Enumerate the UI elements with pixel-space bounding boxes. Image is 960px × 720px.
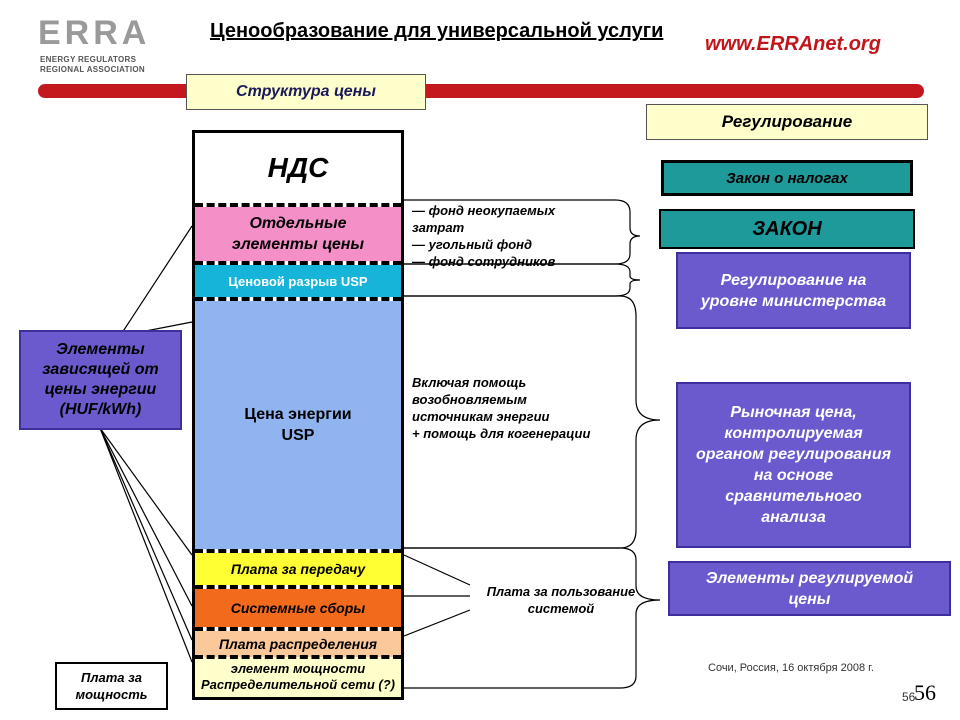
- funds-note-line-2: затрат: [412, 220, 465, 235]
- price-structure-label: Структура цены: [186, 74, 426, 110]
- distribution-fee-label: Плата распределения: [218, 636, 378, 652]
- segment-divider: [195, 297, 401, 301]
- capacity-element-label: элемент мощности: [230, 661, 366, 676]
- erra-logo-subtitle: ENERGY REGULATORS REGIONAL ASSOCIATION: [40, 55, 145, 75]
- brace-top: [404, 199, 641, 265]
- capacity-fee-box: Плата за мощность: [55, 662, 168, 710]
- funds-note: — фонд неокупаемых затрат — угольный фон…: [412, 202, 622, 270]
- system-fees-label: Системные сборы: [230, 600, 366, 616]
- logo-sub-line-2: REGIONAL ASSOCIATION: [40, 65, 145, 74]
- connector-line: [99, 427, 193, 663]
- brace-system: [404, 547, 661, 689]
- included-support-line-4: + помощь для когенерации: [412, 426, 591, 441]
- distribution-fee-segment: Плата распределения: [195, 631, 401, 657]
- logo-sub-line-1: ENERGY REGULATORS: [40, 55, 137, 64]
- regulation-label: Регулирование: [646, 104, 928, 140]
- energy-price-elements-box: Элементы зависящей от цены энергии (HUF/…: [19, 330, 182, 430]
- funds-note-line-4: — фонд сотрудников: [412, 254, 556, 269]
- ministry-regulation-box: Регулирование на уровне министерства: [676, 252, 911, 329]
- regulated-elements-box: Элементы регулируемой цены: [668, 561, 951, 616]
- distribution-network-label: Распределительной сети (?): [201, 677, 395, 692]
- usp-gap-segment: Ценовой разрыв USP: [195, 265, 401, 297]
- included-support-line-2: возобновляемым: [412, 392, 527, 407]
- page-title: Ценообразование для универсальной услуги: [210, 20, 664, 42]
- segment-divider: [195, 585, 401, 589]
- segment-divider: [195, 655, 401, 659]
- connector-line: [119, 225, 193, 337]
- segment-divider: [195, 549, 401, 553]
- site-url[interactable]: www.ERRAnet.org: [705, 33, 881, 55]
- connector-line: [403, 554, 471, 586]
- erra-logo: ERRA: [38, 14, 151, 52]
- vat-label: НДС: [267, 152, 329, 183]
- usp-gap-label: Ценовой разрыв USP: [228, 273, 368, 289]
- transmission-fee-segment: Плата за передачу: [195, 553, 401, 585]
- brace-market: [404, 295, 661, 549]
- included-support-line-1: Включая помощь: [412, 375, 527, 390]
- connector-line: [403, 609, 471, 637]
- vat-segment: НДС: [195, 133, 401, 203]
- funds-note-line-3: — угольный фонд: [412, 237, 533, 252]
- separate-elements-label: Отдельные элементы цены: [231, 215, 365, 253]
- system-use-line-1: Плата за пользование: [486, 584, 636, 599]
- funds-note-line-1: — фонд неокупаемых: [412, 203, 556, 218]
- market-price-box: Рыночная цена, контролируемая органом ре…: [676, 382, 911, 548]
- energy-price-label-2: USP: [281, 427, 315, 444]
- price-structure-column: НДС Отдельные элементы цены Ценовой разр…: [192, 130, 404, 700]
- distribution-network-segment: элемент мощности Распределительной сети …: [195, 657, 401, 697]
- segment-divider: [195, 627, 401, 631]
- footer-place-date: Сочи, Россия, 16 октября 2008 г.: [708, 662, 874, 674]
- system-use-line-2: системой: [527, 601, 595, 616]
- tax-law-box: Закон о налогах: [661, 160, 913, 196]
- connector-line: [99, 427, 193, 641]
- segment-divider: [195, 203, 401, 207]
- energy-price-segment: Цена энергии USP: [195, 301, 401, 549]
- connector-line: [99, 427, 193, 556]
- included-support-line-3: источникам энергии: [412, 409, 550, 424]
- system-fees-segment: Системные сборы: [195, 589, 401, 627]
- footer-page-number: 56: [914, 680, 936, 705]
- transmission-fee-label: Плата за передачу: [230, 561, 366, 577]
- connector-line: [99, 427, 193, 607]
- law-box: ЗАКОН: [659, 209, 915, 249]
- energy-price-label-1: Цена энергии: [244, 406, 352, 423]
- brace-mid: [404, 263, 641, 297]
- footer-page-number-small: 56: [902, 690, 916, 704]
- included-support-note: Включая помощь возобновляемым источникам…: [412, 374, 634, 442]
- separate-elements-segment: Отдельные элементы цены: [195, 207, 401, 261]
- system-use-note: Плата за пользование системой: [466, 583, 656, 617]
- segment-divider: [195, 261, 401, 265]
